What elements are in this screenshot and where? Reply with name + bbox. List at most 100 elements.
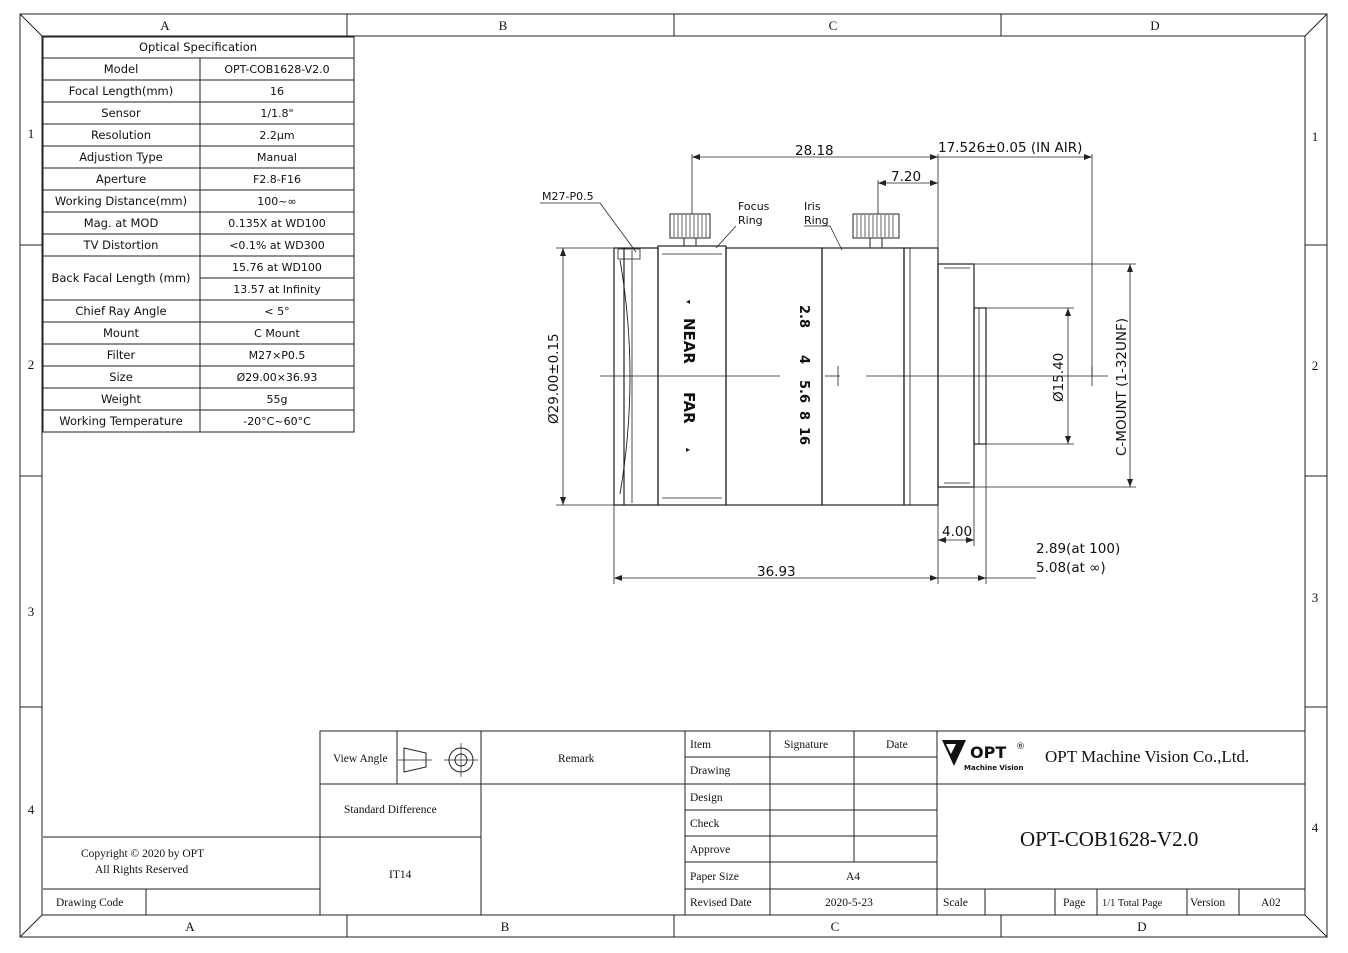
zone-row-1-left: 1: [28, 126, 35, 141]
zone-col-b-top: B: [499, 18, 508, 33]
thread-label: M27-P0.5: [542, 190, 594, 203]
remark-label: Remark: [558, 753, 595, 765]
spec-value: 0.135X at WD100: [228, 217, 325, 230]
opt-logo: OPT ® Machine Vision: [942, 740, 1025, 772]
dim-iris-offset: 7.20: [891, 169, 921, 185]
spec-label: Weight: [101, 392, 142, 406]
zone-row-1-right: 1: [1312, 129, 1319, 144]
revised-date-value: 2020-5-23: [825, 897, 873, 909]
spec-label: Working Distance(mm): [55, 194, 187, 208]
aperture-mark: 5.6: [796, 380, 811, 403]
dimension-text: 28.18 17.526±0.05 (IN AIR) 7.20 Ø29.00±0…: [546, 140, 1130, 580]
focus-ring-label-2: Ring: [738, 214, 763, 227]
spec-table: Optical Specification Model OPT-COB1628-…: [42, 36, 355, 433]
focus-ring-label: Focus: [738, 200, 770, 213]
iris-ring-label-2: Ring: [804, 214, 829, 227]
spec-value: Manual: [257, 151, 297, 164]
aperture-mark: 2.8: [796, 305, 811, 328]
center-line: [600, 366, 1108, 386]
spec-value: <0.1% at WD300: [229, 239, 325, 252]
spec-label: Aperture: [96, 172, 146, 186]
spec-label: Focal Length(mm): [69, 84, 174, 98]
scale-label: Scale: [943, 897, 968, 909]
zone-col-d-top: D: [1150, 18, 1159, 33]
spec-value: F2.8-F16: [253, 173, 301, 186]
spec-label: Size: [109, 370, 133, 384]
dim-diameter: Ø29.00±0.15: [546, 333, 562, 424]
registered-mark: ®: [1016, 742, 1025, 752]
lens-markings: NEAR FAR ◂ ▸ 2.8 4 5.6 8 16: [680, 297, 811, 454]
focus-arrow-far: ▸: [686, 445, 690, 454]
drawing-frame: [19, 13, 1328, 938]
standard-difference-label: Standard Difference: [344, 804, 437, 816]
row-approve: Approve: [690, 844, 730, 856]
version-value: A02: [1261, 897, 1281, 909]
title-block-grid: [43, 730, 1306, 916]
spec-value: < 5°: [264, 305, 289, 318]
drawing-code-label: Drawing Code: [56, 897, 123, 909]
zone-col-c-bottom: C: [831, 919, 840, 934]
zone-row-4-right: 4: [1312, 820, 1319, 835]
view-angle-label: View Angle: [333, 753, 388, 765]
focus-arrow-near: ◂: [686, 297, 690, 306]
spec-value: -20°C~60°C: [243, 415, 311, 428]
dim-mount-label: C-MOUNT (1-32UNF): [1114, 318, 1130, 456]
spec-value: OPT-COB1628-V2.0: [224, 63, 329, 76]
dim-flange: 4.00: [942, 524, 972, 540]
dimension-lines: [540, 154, 1136, 584]
logo-subtitle: Machine Vision: [964, 764, 1023, 772]
spec-value: M27×P0.5: [249, 349, 306, 362]
version-label: Version: [1190, 897, 1225, 909]
date-header: Date: [886, 739, 908, 751]
zone-row-3-left: 3: [28, 604, 35, 619]
spec-value: C Mount: [254, 327, 300, 340]
zone-labels: A B C D A B C D 1 2 3 4 1 2 3 4: [28, 18, 1319, 934]
copyright-line-2: All Rights Reserved: [95, 864, 189, 876]
spec-label: Adjustion Type: [79, 150, 163, 164]
zone-row-2-left: 2: [28, 357, 35, 372]
row-drawing: Drawing: [690, 765, 730, 777]
projection-symbol-icon: [398, 743, 478, 777]
aperture-mark: 16: [796, 427, 811, 445]
aperture-mark: 8: [796, 411, 811, 420]
spec-value: 2.2μm: [259, 129, 294, 142]
spec-label: Model: [104, 62, 139, 76]
zone-col-c-top: C: [829, 18, 838, 33]
spec-label: Mag. at MOD: [84, 216, 159, 230]
zone-row-3-right: 3: [1312, 590, 1319, 605]
paper-size-label: Paper Size: [690, 871, 739, 883]
spec-label: Working Temperature: [59, 414, 182, 428]
spec-value: 13.57 at Infinity: [233, 283, 321, 296]
page-label: Page: [1063, 897, 1085, 909]
zone-col-d-bottom: D: [1137, 919, 1146, 934]
spec-value: 1/1.8": [260, 107, 293, 120]
focus-far-mark: FAR: [680, 392, 698, 424]
row-design: Design: [690, 792, 723, 804]
company-name: OPT Machine Vision Co.,Ltd.: [1045, 747, 1249, 766]
focus-near-mark: NEAR: [680, 318, 698, 364]
spec-label: Chief Ray Angle: [75, 304, 166, 318]
zone-row-4-left: 4: [28, 802, 35, 817]
dim-extension-inf: 5.08(at ∞): [1036, 560, 1106, 576]
spec-value: 16: [270, 85, 284, 98]
logo-text: OPT: [970, 743, 1006, 762]
spec-label: Sensor: [101, 106, 141, 120]
page-value: 1/1 Total Page: [1102, 898, 1163, 909]
signature-header: Signature: [784, 739, 828, 751]
spec-value: 55g: [267, 393, 288, 406]
revised-date-label: Revised Date: [690, 897, 752, 909]
zone-row-2-right: 2: [1312, 358, 1319, 373]
spec-table-title: Optical Specification: [139, 40, 257, 54]
copyright-line-1: Copyright © 2020 by OPT: [81, 848, 204, 860]
spec-value: 100~∞: [257, 195, 296, 208]
aperture-mark: 4: [796, 355, 811, 364]
spec-label: Back Facal Length (mm): [51, 271, 190, 285]
tolerance-value: IT14: [389, 869, 412, 881]
spec-label: Mount: [103, 326, 140, 340]
spec-label: Filter: [107, 348, 136, 362]
spec-value: 15.76 at WD100: [232, 261, 322, 274]
callout-labels: M27-P0.5 Focus Ring Iris Ring: [542, 190, 829, 227]
iris-ring-label: Iris: [804, 200, 821, 213]
zone-col-a-bottom: A: [185, 919, 195, 934]
